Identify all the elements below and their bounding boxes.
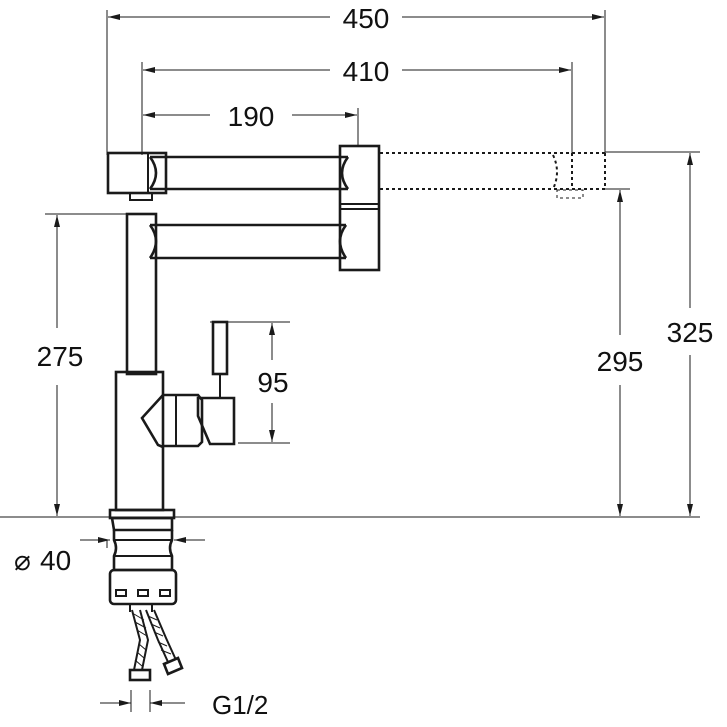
dim-diameter-symbol: ⌀ [14,545,31,576]
dim-outlet-height: 295 [597,346,644,377]
hose-left [131,609,150,671]
dimension-labels: 450 410 190 275 95 295 325 ⌀ 40 G1/2 [14,3,713,720]
dim-total-height: 325 [667,317,714,348]
mounting-hardware [108,508,178,612]
mounting-nut [108,568,178,606]
lever-block [196,396,236,446]
dim-overall-width: 450 [343,3,390,34]
extended-arm-outline [380,152,606,199]
dim-spout-height: 275 [37,341,84,372]
supply-hoses [128,609,184,682]
hose-fitting-right [162,656,184,676]
lower-arm-tube [150,223,346,260]
dimension-lines [54,14,693,712]
hose-right [145,609,177,663]
dim-base-diameter: 40 [40,545,71,576]
aerator-nozzle [129,192,153,201]
lever-handle [211,320,229,376]
threaded-shank [110,516,174,532]
dim-arm-segment: 190 [228,101,275,132]
spout-column [125,212,158,376]
dim-extended-reach: 410 [343,56,390,87]
mixer-housing [140,394,164,449]
faucet-body [114,212,236,512]
extension-lines [45,10,700,548]
hose-fitting-left [128,668,152,682]
swing-arms [106,144,381,272]
dim-lever-height: 95 [257,367,288,398]
upper-arm-tube [150,155,348,191]
dim-connection-thread: G1/2 [212,690,268,720]
